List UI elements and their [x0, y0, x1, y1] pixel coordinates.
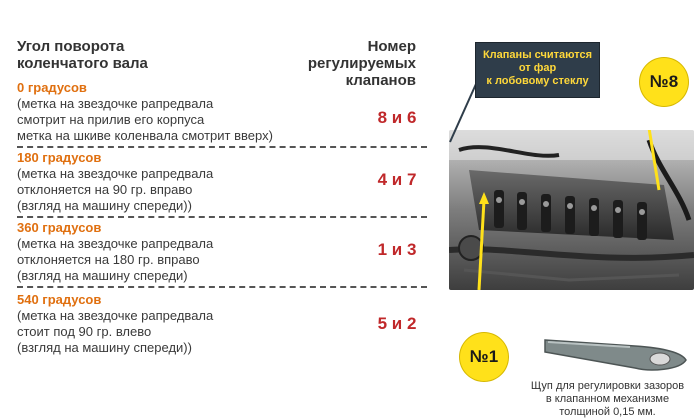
- row-note-line: (взгляд на машину спереди): [17, 268, 188, 283]
- callout-pointer: [449, 83, 477, 143]
- row-valves: 1 и 3: [377, 240, 417, 259]
- feeler-gauge-caption: Щуп для регулировки зазоров в клапанном …: [515, 380, 700, 419]
- feeler-gauge-image: [540, 328, 690, 378]
- valve-number-header: Номер регулируемых клапанов: [258, 38, 416, 89]
- row-note-line: смотрит на прилив его корпуса: [17, 112, 205, 127]
- callout-box: Клапаны считаются от фар к лобовому стек…: [475, 42, 600, 98]
- row-degrees: 360 градусов: [17, 220, 102, 235]
- row-valves: 8 и 6: [377, 108, 417, 127]
- caption-line: Щуп для регулировки зазоров: [530, 380, 685, 392]
- crank-angle-header: Угол поворота коленчатого вала: [17, 38, 148, 72]
- valve-1-badge: №1: [460, 333, 508, 381]
- row-degrees: 180 градусов: [17, 150, 102, 165]
- caption-line: толщиной 0,15 мм.: [559, 406, 656, 418]
- row-note-line: (метка на звездочке рапредвала: [17, 236, 214, 251]
- row-note-line: (метка на звездочке рапредвала: [17, 166, 214, 181]
- row-note-line: (взгляд на машину спереди)): [17, 198, 192, 213]
- row-divider: [17, 286, 427, 288]
- row-degrees: 0 градусов: [17, 80, 87, 95]
- callout-line: от фар: [518, 62, 557, 74]
- row-note-line: (метка на звездочке рапредвала: [17, 96, 214, 111]
- row-divider: [17, 216, 427, 218]
- row-note-line: (метка на звездочке рапредвала: [17, 308, 214, 323]
- table-row: 540 градусов (метка на звездочке рапредв…: [17, 292, 427, 356]
- callout-line: Клапаны считаются: [482, 49, 593, 61]
- row-valves: 4 и 7: [377, 170, 417, 189]
- crank-angle-header-line2: коленчатого вала: [17, 55, 148, 72]
- row-note-line: метка на шкиве коленвала смотрит вверх): [17, 128, 273, 143]
- table-row: 0 градусов (метка на звездочке рапредвал…: [17, 80, 427, 144]
- valve-8-badge: №8: [640, 58, 688, 106]
- row-note-line: отклоняется на 90 гр. вправо: [17, 182, 193, 197]
- row-valves: 5 и 2: [377, 314, 417, 333]
- caption-line: в клапанном механизме: [545, 393, 670, 405]
- valve-number-header-line2: клапанов: [345, 72, 416, 89]
- row-note-line: стоит под 90 гр. влево: [17, 324, 152, 339]
- engine-photo: [449, 130, 694, 290]
- callout-line: к лобовому стеклу: [486, 75, 589, 87]
- table-row: 180 градусов (метка на звездочке рапредв…: [17, 150, 427, 214]
- crank-angle-header-line1: Угол поворота: [17, 38, 125, 55]
- row-note-line: (взгляд на машину спереди)): [17, 340, 192, 355]
- valve-number-header-line1: Номер регулируемых: [307, 38, 416, 72]
- row-note-line: отклоняется на 180 гр. вправо: [17, 252, 200, 267]
- table-row: 360 градусов (метка на звездочке рапредв…: [17, 220, 427, 284]
- row-degrees: 540 градусов: [17, 292, 102, 307]
- row-divider: [17, 146, 427, 148]
